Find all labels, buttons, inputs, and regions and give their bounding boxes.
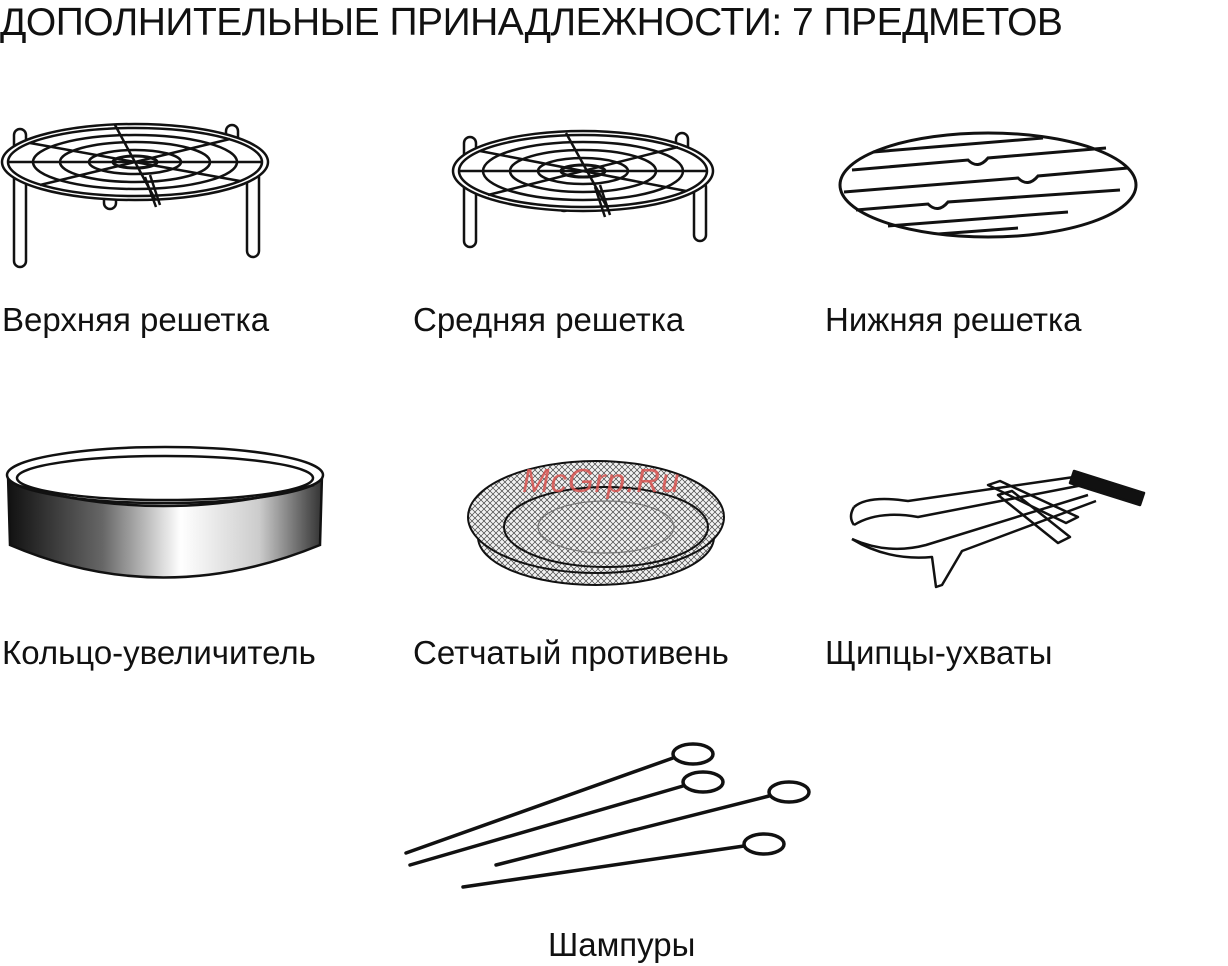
- caption-skewers: Шампуры: [548, 925, 695, 965]
- watermark: McGrp.Ru: [522, 462, 680, 500]
- extender-ring-icon: [2, 445, 332, 585]
- tongs-icon: [848, 465, 1148, 590]
- skewers-icon: [400, 740, 820, 890]
- page-title: ДОПОЛНИТЕЛЬНЫЕ ПРИНАДЛЕЖНОСТИ: 7 ПРЕДМЕТ…: [0, 0, 1228, 46]
- caption-mesh-tray: Сетчатый противень: [413, 633, 729, 673]
- low-rack-icon: [838, 130, 1138, 240]
- caption-high-rack: Верхняя решетка: [2, 300, 269, 340]
- caption-extender-ring: Кольцо-увеличитель: [2, 633, 316, 673]
- high-rack-icon: [0, 115, 280, 275]
- caption-middle-rack: Средняя решетка: [413, 300, 684, 340]
- caption-low-rack: Нижняя решетка: [825, 300, 1082, 340]
- middle-rack-icon: [448, 125, 718, 255]
- caption-tongs: Щипцы-ухваты: [825, 633, 1052, 673]
